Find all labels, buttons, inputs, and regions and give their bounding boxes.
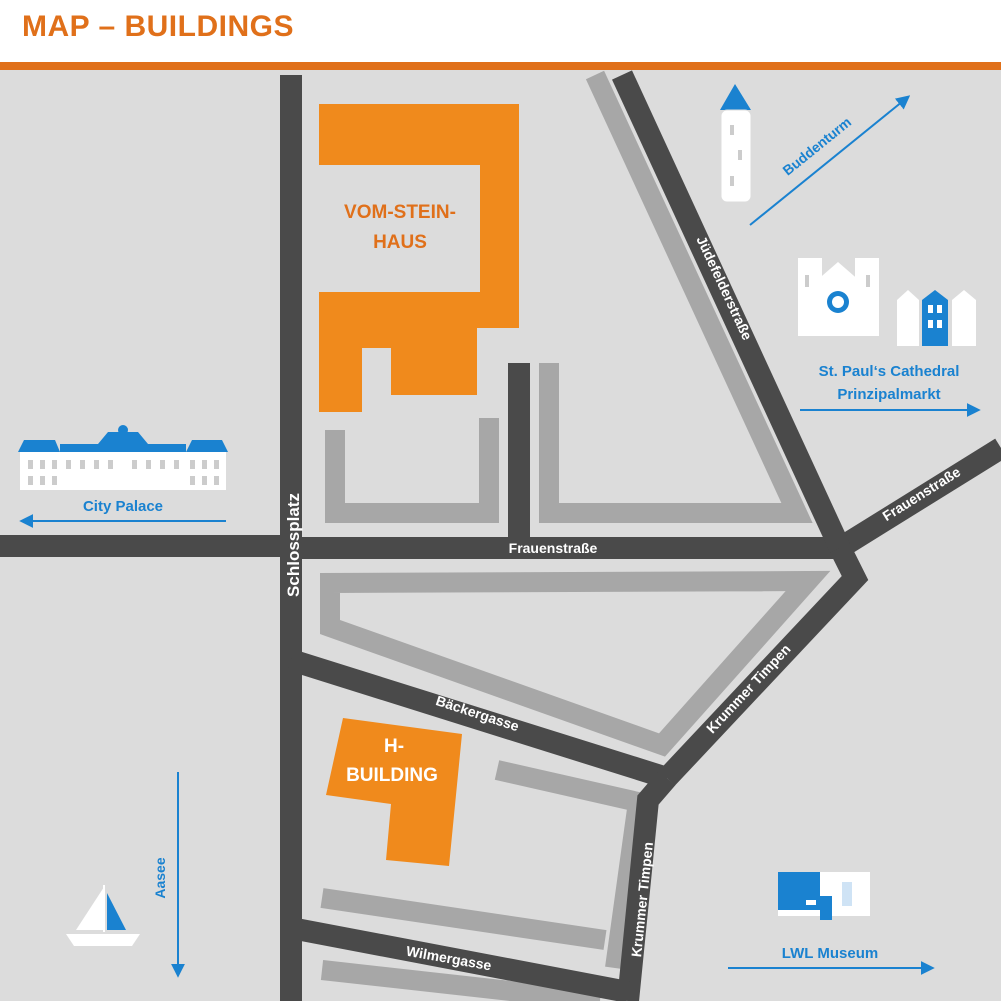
block-north-east: [539, 70, 813, 523]
lwl-museum-icon: [778, 872, 870, 920]
buddenturm-arrow[interactable]: [749, 95, 911, 226]
block-triangle: [320, 570, 831, 757]
streets: [0, 70, 1001, 1001]
street-wilmergasse: [288, 917, 631, 1001]
vom-stein-label-2: HAUS: [373, 232, 427, 253]
page-title: MAP – BUILDINGS: [22, 10, 294, 43]
city-blocks: [320, 70, 831, 1001]
street-judefelderstrasse: [612, 70, 850, 553]
label-cathedral[interactable]: St. Paul‘s Cathedral: [819, 363, 960, 380]
sailboat-icon: [66, 885, 140, 946]
vom-stein-label-1: VOM-STEIN-: [344, 202, 456, 223]
vom-stein-haus-shape[interactable]: [319, 104, 519, 412]
h-building-label-1: H-: [384, 736, 404, 757]
label-schlossplatz: Schlossplatz: [284, 493, 303, 597]
street-krummer-timpen-lower: [617, 770, 676, 1001]
label-frauenstrasse: Frauenstraße: [509, 540, 598, 556]
street-baeckergasse: [287, 649, 671, 789]
city-palace-icon: [18, 425, 228, 490]
block-south-bottom-2: [320, 960, 602, 1001]
label-aasee[interactable]: Aasee: [152, 857, 168, 898]
campus-map[interactable]: VOM-STEIN- HAUS H- BUILDING Schlossplatz…: [0, 70, 1001, 1001]
label-prinzipalmarkt[interactable]: Prinzipalmarkt: [837, 386, 940, 403]
label-city-palace[interactable]: City Palace: [83, 498, 163, 515]
header-rule: [0, 62, 1001, 70]
label-lwl-museum[interactable]: LWL Museum: [782, 945, 878, 962]
buddenturm-icon: [720, 84, 752, 203]
header: MAP – BUILDINGS: [0, 0, 1001, 62]
block-north-center: [325, 418, 499, 523]
h-building-label-2: BUILDING: [346, 765, 438, 786]
street-krummer-timpen-upper: [658, 543, 869, 786]
block-south-bottom: [320, 888, 607, 950]
cathedral-icon: [798, 258, 879, 336]
prinzipalmarkt-icon: [897, 290, 976, 346]
street-frauenstrasse-east: [834, 438, 1001, 558]
h-building-shape[interactable]: [326, 718, 462, 866]
